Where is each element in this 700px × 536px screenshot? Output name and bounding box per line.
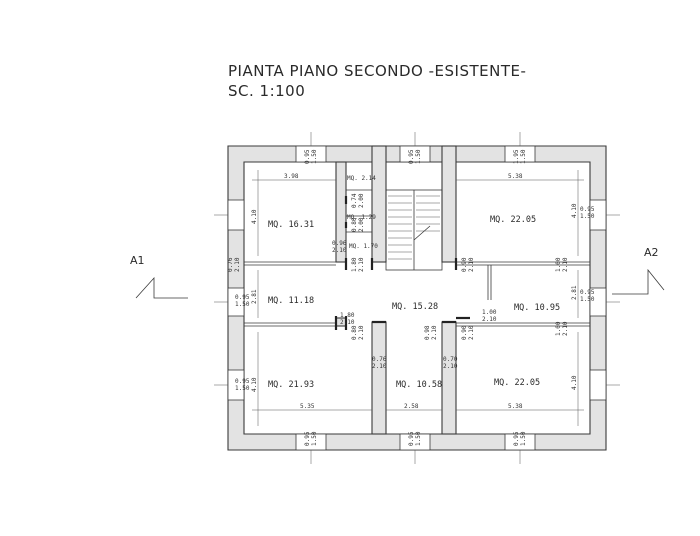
dim-window-right-a: 0.95: [580, 206, 595, 213]
dim-door-right-mid-h: 2.10: [482, 316, 497, 323]
dim-width-bottom-right: 5.38: [508, 403, 523, 410]
dim-window-top-right-a: 1.95: [513, 149, 520, 164]
dim-window-right-c: 0.95: [580, 289, 595, 296]
dim-window-top-center-b: 1.50: [415, 149, 422, 164]
outer-walls: [227, 145, 607, 451]
dim-wc-door-b: 2.00: [358, 193, 365, 208]
dim-window-bottom-right-a: 0.95: [513, 431, 520, 446]
dim-height-top-left: 4.10: [251, 209, 258, 224]
partitions: [244, 189, 590, 327]
room-area-bottom-right: MQ. 22.05: [494, 378, 540, 388]
dim-door-left-top-h: 2.10: [234, 257, 241, 272]
dim-window-left-c: 0.95: [235, 378, 250, 385]
section-marker-a2: A2: [612, 246, 665, 295]
dim-wc-door-d: 2.00: [358, 217, 365, 232]
dim-height-bottom-left: 4.10: [251, 377, 258, 392]
dim-width-top-left: 3.98: [284, 173, 299, 180]
dim-window-top-left-a: 0.95: [304, 149, 311, 164]
dim-window-left-a: 0.95: [235, 294, 250, 301]
dim-window-left-d: 1.50: [235, 385, 250, 392]
dim-width-bottom-center: 2.58: [404, 403, 419, 410]
section-marker-a1: A1: [130, 254, 188, 299]
section-label-a1: A1: [130, 254, 145, 267]
dim-door-bottom-right-h: 2.10: [443, 363, 458, 370]
window-openings: [227, 145, 607, 451]
dim-door-small-h: 2.10: [332, 247, 347, 254]
dim-door-left-mid-w: 1.80: [340, 312, 355, 319]
room-area-mid-left: MQ. 11.18: [268, 296, 314, 306]
dim-wc-door-c: 0.80: [351, 217, 358, 232]
dim-door-center-a-w: 0.80: [351, 325, 358, 340]
dim-door-right-mid-w: 1.00: [482, 309, 497, 316]
dim-width-top-right: 5.38: [508, 173, 523, 180]
room-area-bottom-left: MQ. 21.93: [268, 380, 314, 390]
dim-window-bottom-right-b: 1.50: [520, 431, 527, 446]
dim-window-bottom-center-a: 0.95: [408, 431, 415, 446]
dim-window-bottom-center-b: 1.50: [415, 431, 422, 446]
dim-window-bottom-left-a: 0.95: [304, 431, 311, 446]
dim-door-top-b-h: 2.10: [468, 257, 475, 272]
dim-door-right-top-h: 2.10: [562, 257, 569, 272]
dim-window-top-center-a: 0.95: [408, 149, 415, 164]
room-area-top-left: MQ. 16.31: [268, 220, 314, 230]
dim-door-left-mid-h: 2.10: [340, 319, 355, 326]
dim-window-top-right-b: 1.50: [520, 149, 527, 164]
dim-door-center-a-h: 2.10: [358, 325, 365, 340]
dim-door-right-bottom-h: 2.10: [562, 321, 569, 336]
dimension-lines: [214, 132, 620, 464]
dim-door-center-c-h: 2.10: [468, 325, 475, 340]
dim-window-top-left-b: 1.50: [311, 149, 318, 164]
room-area-bottom-center: MQ. 10.58: [396, 380, 442, 390]
dim-door-right-top-w: 1.00: [555, 257, 562, 272]
room-area-top-right: MQ. 22.05: [490, 215, 536, 225]
room-area-small-2: MQ. 1.29: [347, 214, 376, 221]
dim-door-center-b-w: 0.98: [424, 325, 431, 340]
staircase: [385, 189, 443, 271]
plan-title: PIANTA PIANO SECONDO -ESISTENTE-: [228, 62, 526, 80]
dim-window-bottom-left-b: 1.50: [311, 431, 318, 446]
dimension-texts: 3.98 5.38 5.35 2.58 5.38 4.10 2.81 4.10 …: [227, 149, 595, 446]
dim-door-bottom-right-w: 0.70: [443, 356, 458, 363]
dim-door-top-a-w: 1.80: [351, 257, 358, 272]
section-label-a2: A2: [644, 246, 659, 259]
dim-door-small-w: 0.96: [332, 240, 347, 247]
room-area-center: MQ. 15.28: [392, 302, 438, 312]
dim-door-top-a-h: 2.10: [358, 257, 365, 272]
dim-height-top-right: 4.10: [571, 203, 578, 218]
doors: [334, 196, 470, 330]
room-labels: MQ. 16.31 MQ. 11.18 MQ. 21.93 MQ. 22.05 …: [268, 175, 560, 390]
dim-door-center-c-w: 0.90: [461, 325, 468, 340]
dim-door-bottom-left-w: 0.76: [372, 356, 387, 363]
dim-door-center-b-h: 2.10: [431, 325, 438, 340]
dim-width-bottom-left: 5.35: [300, 403, 315, 410]
dim-door-bottom-left-h: 2.10: [372, 363, 387, 370]
inner-walls: [335, 145, 457, 435]
dim-door-left-top-w: 0.76: [227, 257, 234, 272]
room-area-small-1: MQ. 2.14: [347, 175, 376, 182]
plan-scale: SC. 1:100: [228, 82, 305, 100]
dim-door-top-b-w: 0.90: [461, 257, 468, 272]
dim-window-left-b: 1.50: [235, 301, 250, 308]
dim-height-bottom-right: 4.10: [571, 375, 578, 390]
dim-height-mid-left: 2.81: [251, 289, 258, 304]
dim-height-mid-right: 2.81: [571, 285, 578, 300]
room-area-small-3: MQ. 1.70: [349, 243, 378, 250]
dim-window-right-d: 1.50: [580, 296, 595, 303]
room-area-mid-right: MQ. 10.95: [514, 303, 560, 313]
dim-wc-door-a: 0.74: [351, 193, 358, 208]
dim-door-right-bottom-w: 1.00: [555, 321, 562, 336]
dim-window-right-b: 1.50: [580, 213, 595, 220]
